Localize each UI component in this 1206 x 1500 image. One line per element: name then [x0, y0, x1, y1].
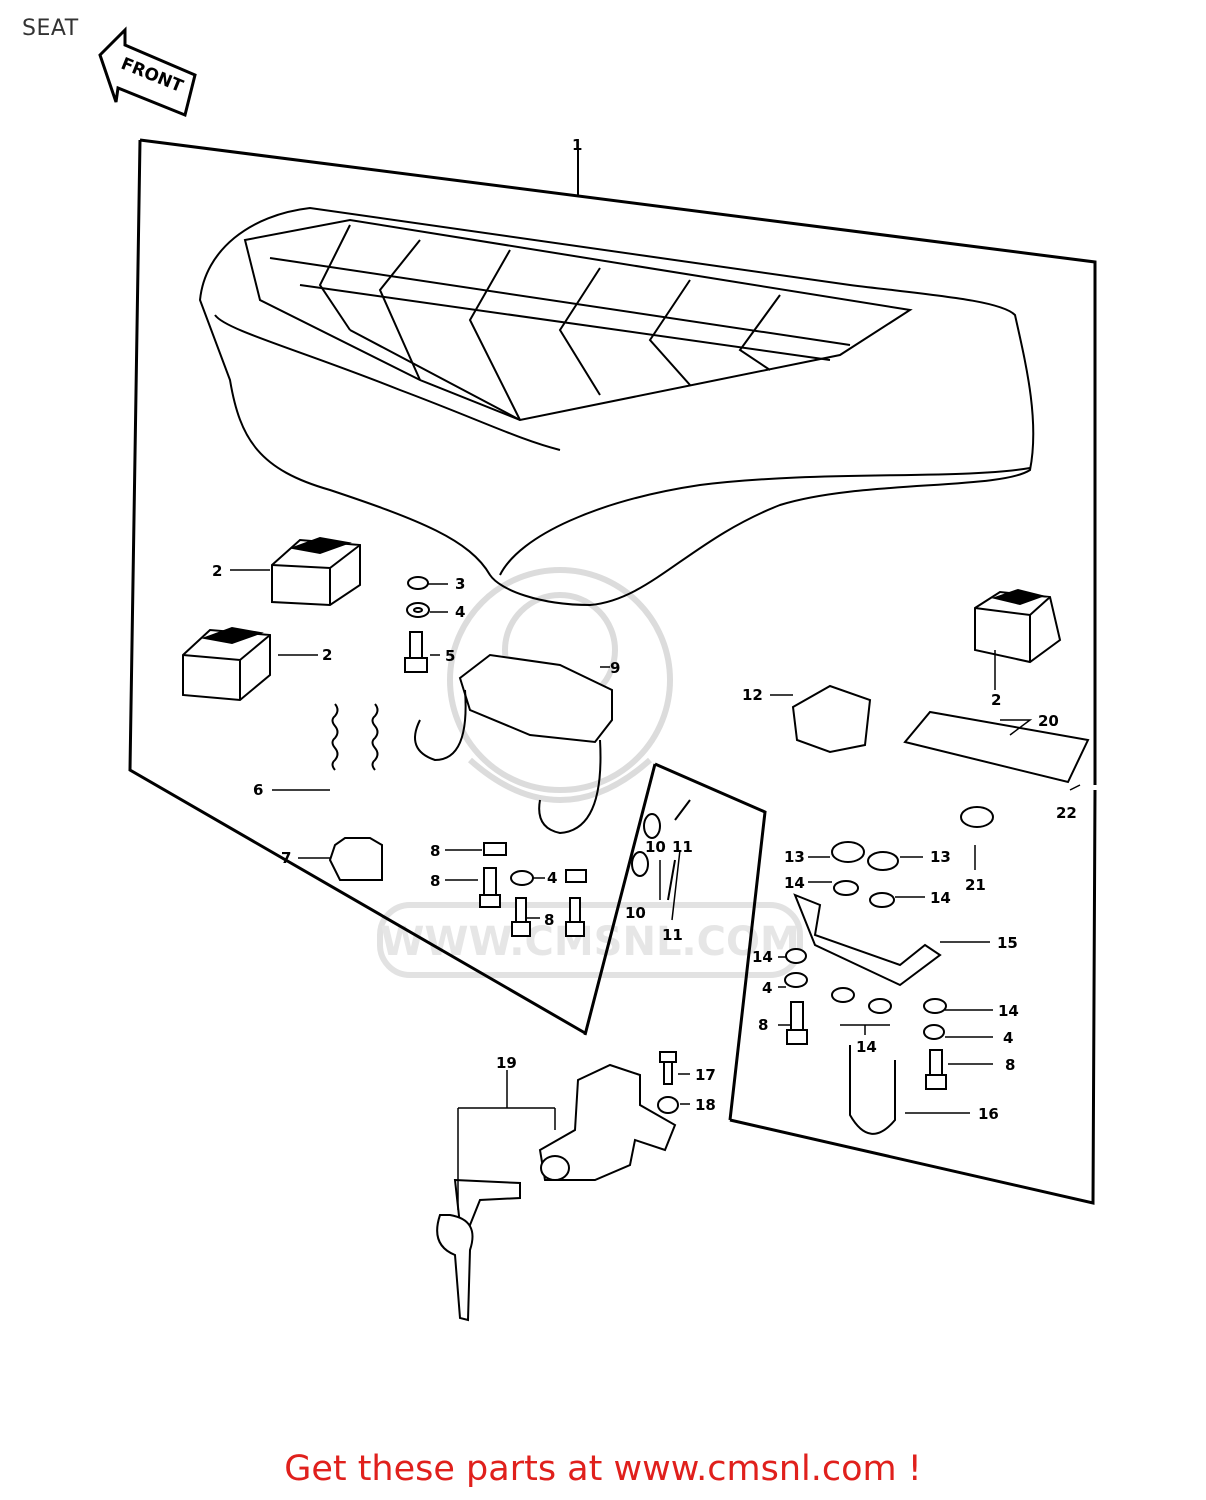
rubber-damper-2b	[182, 626, 271, 702]
callout-4b: 4	[547, 869, 557, 887]
callout-8c: 8	[544, 911, 554, 929]
leader-lines	[230, 569, 1081, 1210]
callout-8d: 8	[758, 1016, 768, 1034]
callout-11a: 11	[672, 838, 693, 856]
callout-2b: 2	[322, 646, 332, 664]
callout-14a: 14	[784, 874, 805, 892]
callout-14e: 14	[856, 1038, 877, 1056]
callout-3: 3	[455, 575, 465, 593]
callout-20: 20	[1038, 712, 1059, 730]
callout-11b: 11	[662, 926, 683, 944]
callout-4a: 4	[455, 603, 465, 621]
watermark-logo	[377, 567, 803, 978]
seat-lock-19	[436, 1051, 679, 1322]
callout-4c: 4	[762, 979, 772, 997]
callout-4d: 4	[1003, 1029, 1013, 1047]
callout-2c: 2	[991, 691, 1001, 709]
rubber-damper-2a	[271, 536, 361, 607]
callout-10b: 10	[625, 904, 646, 922]
callout-14d: 14	[998, 1002, 1019, 1020]
callout-8b: 8	[430, 872, 440, 890]
hardware-left	[328, 576, 691, 937]
callout-12: 12	[742, 686, 763, 704]
callout-13a: 13	[784, 848, 805, 866]
callout-2a: 2	[212, 562, 222, 580]
callout-7: 7	[281, 849, 291, 867]
callout-15: 15	[997, 934, 1018, 952]
callout-9: 9	[610, 659, 620, 677]
callout-8e: 8	[1005, 1056, 1015, 1074]
callout-6: 6	[253, 781, 263, 799]
callout-13b: 13	[930, 848, 951, 866]
callout-5: 5	[445, 647, 455, 665]
get-parts-link[interactable]: Get these parts at www.cmsnl.com !	[284, 1449, 922, 1489]
page-title: SEAT	[22, 16, 79, 41]
callout-17: 17	[695, 1066, 716, 1084]
inner-panel-outline	[583, 762, 767, 1121]
seat-cushion	[198, 206, 1035, 607]
callout-19: 19	[496, 1054, 517, 1072]
callout-10a: 10	[645, 838, 666, 856]
callout-8a: 8	[430, 842, 440, 860]
front-arrow: FRONT	[98, 26, 197, 118]
callout-14c: 14	[752, 948, 773, 966]
callout-14b: 14	[930, 889, 951, 907]
callout-1: 1	[572, 136, 582, 154]
callout-21: 21	[965, 876, 986, 894]
watermark-text: WWW.CMSNL.COM	[380, 919, 800, 965]
callouts: 1 2 2 2 3 4 4 4 4 5 6 7 8 8 8 8 8 9 10 1…	[212, 136, 1077, 1123]
callout-22: 22	[1056, 804, 1077, 822]
hardware-right	[784, 684, 1090, 1135]
grab-handle-9	[414, 653, 613, 835]
rubber-damper-2c	[974, 588, 1062, 664]
assembly-panel-outline	[128, 138, 1097, 1035]
right-panel-outline	[729, 789, 1097, 1205]
callout-16: 16	[978, 1105, 999, 1123]
callout-18: 18	[695, 1096, 716, 1114]
